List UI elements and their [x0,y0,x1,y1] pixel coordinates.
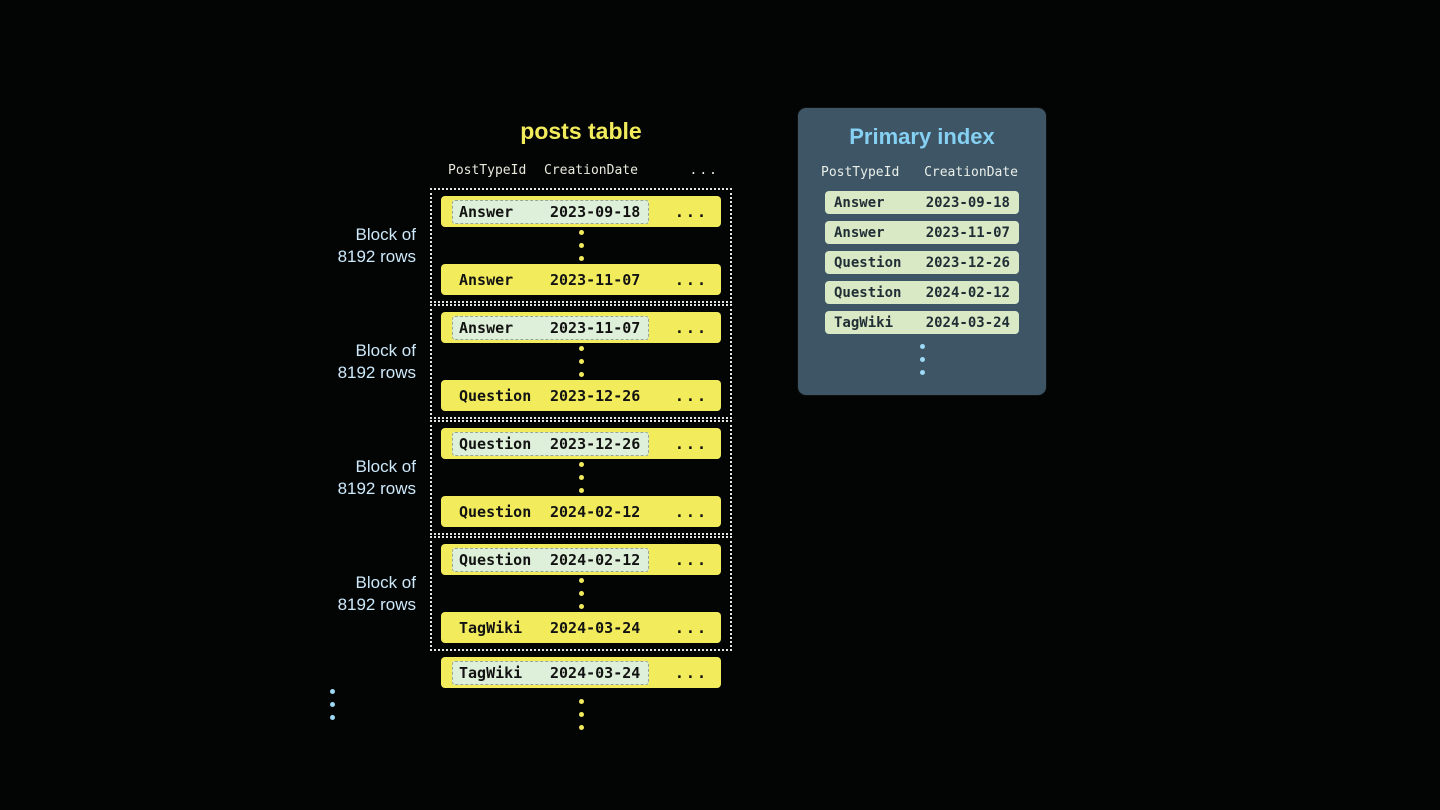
table-row: Answer 2023-11-07 ... [441,264,721,295]
dot [578,346,584,351]
posts-table-heading-area: posts table PostTypeId CreationDate ... [430,118,732,188]
dot [919,370,925,375]
row-ellipsis-dots [441,578,721,609]
dot [578,712,584,717]
index-row: Answer 2023-09-18 [825,191,1019,214]
block-2-size-label: Block of 8192 rows [337,340,416,382]
row-ellipsis-dots [441,230,721,261]
index-row: Question 2023-12-26 [825,251,1019,274]
index-key-highlight: TagWiki 2024-03-24 [452,660,650,685]
table-row: Question 2024-02-12 ... [441,496,721,527]
index-row: Question 2024-02-12 [825,281,1019,304]
dot [578,230,584,235]
block-4-size-label: Block of 8192 rows [337,572,416,614]
posts-block-1: Answer 2023-09-18 ... Answer 2023-11-07 … [430,188,732,303]
dot [578,488,584,493]
row-ellipsis-dots [441,346,721,377]
index-key-highlight: Question 2024-02-12 [452,547,650,572]
block-3-size-label: Block of 8192 rows [337,456,416,498]
table-row: Answer 2023-11-07 ... [441,312,721,343]
index-key-highlight: Answer 2023-09-18 [452,199,650,224]
dot [578,699,584,704]
primary-index-panel: Primary index PostTypeId CreationDate An… [798,108,1046,395]
row-values: TagWiki 2024-03-24 [459,618,641,637]
posts-table-title: posts table [520,118,642,144]
table-row: Question 2023-12-26 ... [441,428,721,459]
primary-index-column-header: PostTypeId CreationDate [798,150,1046,191]
posts-table-column-header: PostTypeId CreationDate ... [430,163,732,178]
dot [578,475,584,480]
dot [578,359,584,364]
dot [578,604,584,609]
blocks-ellipsis-dots [330,688,335,720]
primary-index-title: Primary index [849,124,995,149]
index-ellipsis-dots [798,344,1046,375]
column-creationdate: CreationDate [544,163,638,178]
column-posttypeid: PostTypeId [821,165,900,180]
dot [578,256,584,261]
table-row: Question 2024-02-12 ... [441,544,721,575]
posts-block-3: Question 2023-12-26 ... Question 2024-02… [430,420,732,535]
dot [919,357,925,362]
index-key-highlight: Answer 2023-11-07 [452,315,650,340]
index-row: Answer 2023-11-07 [825,221,1019,244]
row-values: Question 2024-02-12 [459,502,641,521]
posts-table-diagram: posts table PostTypeId CreationDate ... … [330,118,732,730]
table-row: Answer 2023-09-18 ... [441,196,721,227]
posts-block-2: Answer 2023-11-07 ... Question 2023-12-2… [430,304,732,419]
row-values: Answer 2023-11-07 [459,270,641,289]
spacer [330,118,430,188]
dot [578,591,584,596]
dot [578,372,584,377]
row-values: Question 2023-12-26 [459,386,641,405]
table-row: TagWiki 2024-03-24 ... [441,612,721,643]
dot [578,243,584,248]
row-ellipsis-dots [441,699,721,730]
dot [330,714,335,720]
table-row: TagWiki 2024-03-24 ... [441,657,721,688]
row-ellipsis-dots [441,462,721,493]
dot [330,701,335,707]
column-more: ... [689,163,719,178]
column-posttypeid: PostTypeId [448,163,527,178]
dot [578,578,584,583]
dot [330,688,335,694]
dot [919,344,925,349]
dot [578,725,584,730]
more-blocks-ellipsis [330,652,430,730]
table-row: Question 2023-12-26 ... [441,380,721,411]
posts-trailing-section: TagWiki 2024-03-24 ... [430,657,732,730]
column-creationdate: CreationDate [924,165,1018,180]
dot [578,462,584,467]
posts-block-4: Question 2024-02-12 ... TagWiki 2024-03-… [430,536,732,651]
index-key-highlight: Question 2023-12-26 [452,431,650,456]
block-1-size-label: Block of 8192 rows [337,224,416,266]
index-row: TagWiki 2024-03-24 [825,311,1019,334]
